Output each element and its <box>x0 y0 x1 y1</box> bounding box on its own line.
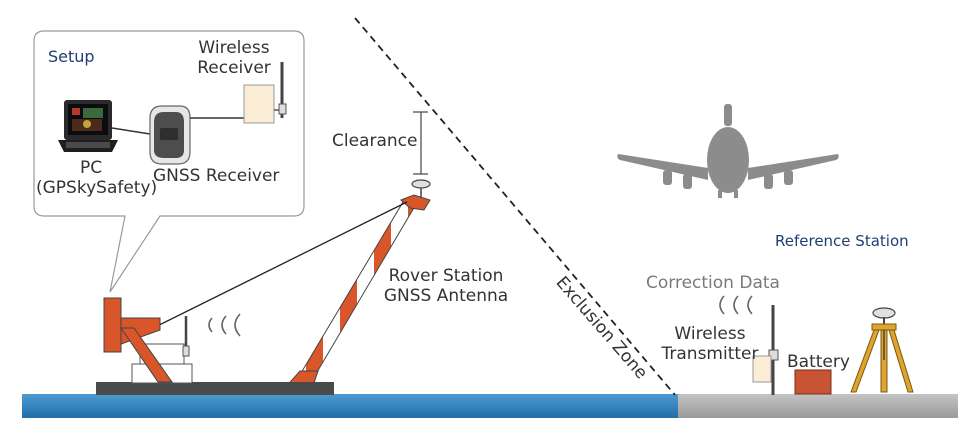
pc-label: PC (GPSkySafety) <box>36 158 158 198</box>
wireless-transmitter-label-line2: Transmitter <box>661 344 759 364</box>
pc-label-line2: (GPSkySafety) <box>36 178 158 198</box>
reference-station-title: Reference Station <box>775 232 909 250</box>
barge <box>96 297 334 395</box>
wireless-receiver-icon <box>243 62 287 124</box>
battery-label: Battery <box>787 352 850 372</box>
exclusion-zone-line <box>354 17 676 396</box>
wireless-transmitter-label: Wireless Transmitter <box>660 324 760 364</box>
wireless-transmitter-label-line1: Wireless <box>674 324 746 344</box>
correction-data-label: Correction Data <box>646 273 780 293</box>
airplane-icon <box>617 104 839 198</box>
pc-label-line1: PC <box>79 158 103 178</box>
laptop-icon <box>58 100 118 152</box>
pc-to-receiver-cable <box>111 127 151 135</box>
ground-surface <box>678 394 958 418</box>
clearance-indicator <box>413 111 428 175</box>
clearance-label: Clearance <box>332 131 418 151</box>
rover-station-label: Rover Station GNSS Antenna <box>376 266 516 306</box>
wireless-receiver-label-line1: Wireless <box>198 38 270 58</box>
wireless-receiver-label-line2: Receiver <box>197 58 271 78</box>
reference-signal-icon <box>719 295 753 315</box>
gnss-receiver-label: GNSS Receiver <box>153 166 280 186</box>
gnss-receiver-icon <box>149 105 191 165</box>
crane-cable <box>120 201 408 345</box>
rover-gnss-antenna-icon <box>411 179 431 202</box>
wireless-receiver-label: Wireless Receiver <box>188 38 280 78</box>
rover-signal-icon <box>208 313 241 337</box>
rover-station-label-line2: GNSS Antenna <box>383 286 509 306</box>
rover-station-label-line1: Rover Station <box>388 266 504 286</box>
wireless-transmitter-icon <box>752 305 779 395</box>
setup-title: Setup <box>48 47 95 66</box>
battery-icon <box>794 369 832 395</box>
reference-gnss-tripod-icon <box>850 307 914 393</box>
water-surface <box>22 394 678 418</box>
